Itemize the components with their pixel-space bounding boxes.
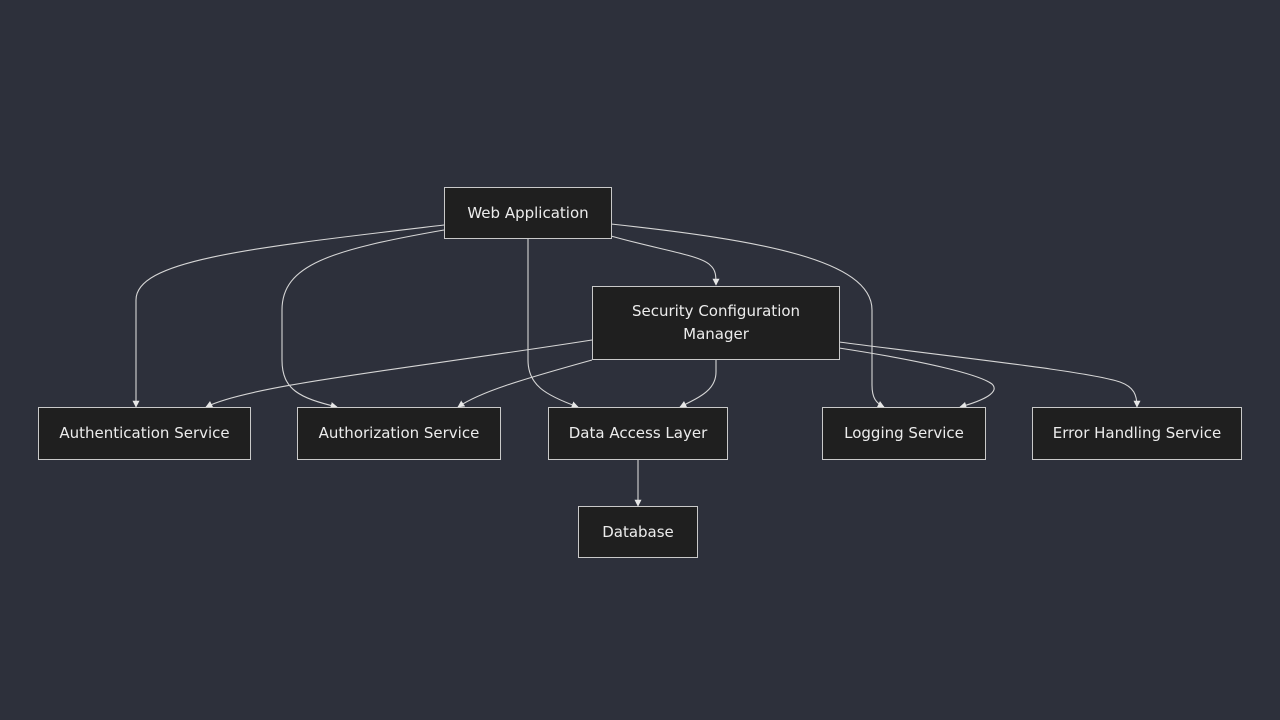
edge-web-app-to-logging <box>610 223 885 408</box>
node-database: Database <box>578 506 698 558</box>
edge-security-config-to-data-access <box>679 359 717 408</box>
edge-web-app-to-auth-service <box>132 224 445 408</box>
node-logging-service: Logging Service <box>822 407 986 460</box>
edge-web-app-to-security-config <box>610 235 720 286</box>
node-security-configuration-manager: Security Configuration Manager <box>592 286 840 360</box>
edge-web-app-to-data-access <box>527 238 579 409</box>
node-authorization-service: Authorization Service <box>297 407 501 460</box>
node-authentication-service: Authentication Service <box>38 407 251 460</box>
edge-security-config-to-logging <box>838 347 995 409</box>
edge-web-app-to-authz-service <box>281 229 445 409</box>
node-error-handling-service: Error Handling Service <box>1032 407 1242 460</box>
edge-security-config-to-error-handling <box>838 341 1141 408</box>
edge-security-config-to-auth-service <box>205 339 593 408</box>
edge-security-config-to-authz-service <box>457 359 593 408</box>
node-web-application: Web Application <box>444 187 612 239</box>
node-data-access-layer: Data Access Layer <box>548 407 728 460</box>
